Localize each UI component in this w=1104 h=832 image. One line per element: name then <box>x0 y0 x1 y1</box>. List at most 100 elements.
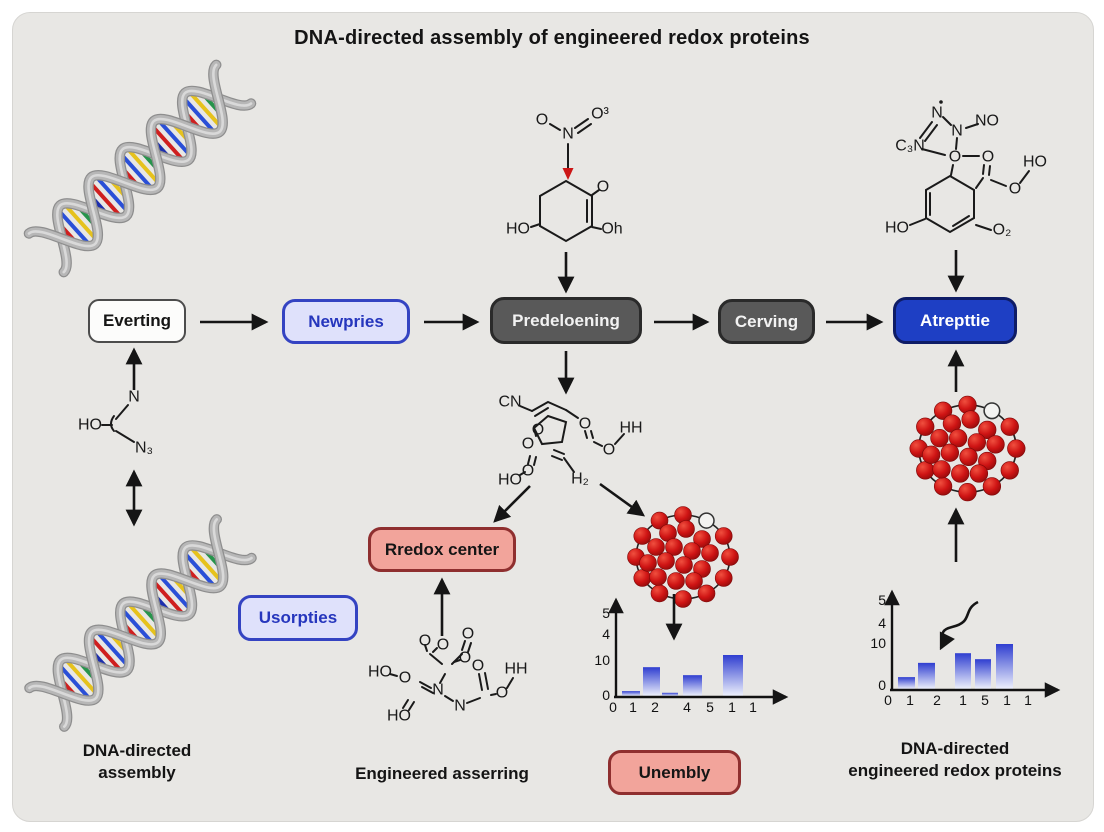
bar <box>723 655 743 696</box>
atom-label: N <box>562 126 574 143</box>
atom-label: O <box>982 149 994 166</box>
protein-ball <box>930 429 949 448</box>
atom-label: H₂ <box>571 471 589 488</box>
dna-rung <box>189 546 223 582</box>
atom-label: O <box>532 422 544 439</box>
atom-label: N <box>931 105 943 122</box>
caption-line: assembly <box>98 763 176 783</box>
protein-ball <box>922 445 941 464</box>
atom-label: HO <box>387 708 411 725</box>
y-tick-label: 0 <box>878 677 886 693</box>
flow-box-everting: Everting <box>88 299 186 343</box>
red-arrow-icon <box>562 168 574 180</box>
protein-ball <box>657 552 675 570</box>
protein-ball <box>647 538 665 556</box>
x-tick-label: 1 <box>959 692 967 708</box>
caption-dna-directed-redox-proteins: DNA-directed engineered redox proteins <box>805 738 1104 782</box>
x-tick-label: 1 <box>1003 692 1011 708</box>
atom-label: O <box>437 637 449 654</box>
y-tick-label: 4 <box>878 615 886 631</box>
dna-strand-highlight <box>56 544 253 728</box>
bar <box>643 667 660 696</box>
dna-helix <box>23 59 257 278</box>
bar <box>996 644 1013 689</box>
x-tick-label: 1 <box>728 699 736 715</box>
atom-label: O <box>597 179 609 196</box>
protein-ball <box>916 417 935 436</box>
protein-ball <box>639 554 657 572</box>
atom-label: O <box>462 626 474 643</box>
x-tick-label: 5 <box>981 692 989 708</box>
protein-ball <box>665 538 683 556</box>
dna-rung <box>182 97 216 133</box>
protein-ball <box>701 544 719 562</box>
protein-ball <box>683 542 701 560</box>
dna-rung <box>152 580 185 616</box>
atom-label: O <box>579 416 591 433</box>
x-tick-label: 5 <box>706 699 714 715</box>
caption-line: DNA-directed <box>82 741 192 760</box>
protein-ball <box>978 420 997 440</box>
x-tick-label: 0 <box>609 699 617 715</box>
atom-label: O₂ <box>993 222 1012 239</box>
atom-label: O <box>536 112 548 129</box>
protein-ball <box>967 433 986 452</box>
dna-strand-highlight <box>56 89 253 274</box>
protein-ball <box>1000 461 1019 480</box>
atom-label: N <box>951 123 963 140</box>
atom-label: N <box>432 682 444 699</box>
y-tick-label: 5 <box>878 592 886 608</box>
chem-structure-product: N NO C₃N N O O HO O HO O₂ <box>885 100 1047 239</box>
dna-rung <box>64 204 97 240</box>
dna-rung <box>183 552 216 588</box>
bar <box>662 692 678 696</box>
protein-ball <box>949 429 968 448</box>
protein-ball <box>677 520 695 538</box>
chem-structure-linker: N HO N₃ <box>78 389 153 457</box>
caption-engineered-asserring: Engineered asserring <box>312 763 572 785</box>
unembly-label: Unembly <box>638 762 711 782</box>
protein-ball <box>650 511 669 530</box>
flow-box-label: Atrepttie <box>920 310 990 330</box>
dna-rung <box>95 176 129 212</box>
atom-label: O <box>472 658 484 675</box>
protein-ball <box>940 443 959 462</box>
bar <box>683 675 702 696</box>
caption-dna-directed-assembly: DNA-directed assembly <box>37 740 237 784</box>
atom-label: O³ <box>591 106 609 123</box>
atom-label: C₃N <box>895 138 925 155</box>
atom-label: O <box>603 442 615 459</box>
atom-label: CN <box>498 394 521 411</box>
protein-ball <box>958 483 977 502</box>
x-tick-label: 1 <box>749 699 757 715</box>
dna-rung <box>58 664 91 700</box>
protein-ball <box>961 410 980 429</box>
redox-center-box: Rredox center <box>368 527 516 572</box>
dna-rung <box>127 602 160 639</box>
chem-structure-nitro-ring: O N O³ HO O Oh <box>506 106 623 243</box>
protein-ball <box>685 572 703 590</box>
dna-rung <box>157 119 191 156</box>
dna-rung <box>89 636 123 672</box>
protein-ball <box>933 401 953 420</box>
y-tick-label: 0 <box>602 687 610 703</box>
flow-box-label: Everting <box>102 311 172 330</box>
flow-box-cerving: Cerving <box>718 299 815 344</box>
chem-structure-intermediate: CN O O O HO O HH O H₂ <box>498 394 643 489</box>
atom-label: HO <box>1023 154 1047 171</box>
atom-label: O <box>522 463 534 480</box>
x-tick-label: 0 <box>884 692 892 708</box>
dna-helix-bottom-left <box>24 514 257 732</box>
bar <box>918 662 935 689</box>
atom-label: O <box>399 670 411 687</box>
y-tick-label: 10 <box>594 652 610 668</box>
protein-ball <box>693 530 711 548</box>
protein-ball <box>633 569 652 587</box>
protein-ball <box>714 569 733 587</box>
protein-ball <box>916 461 935 480</box>
protein-ball <box>667 572 685 590</box>
dna-rung <box>158 574 191 611</box>
dna-rung <box>64 658 98 695</box>
protein-ball <box>633 527 652 545</box>
